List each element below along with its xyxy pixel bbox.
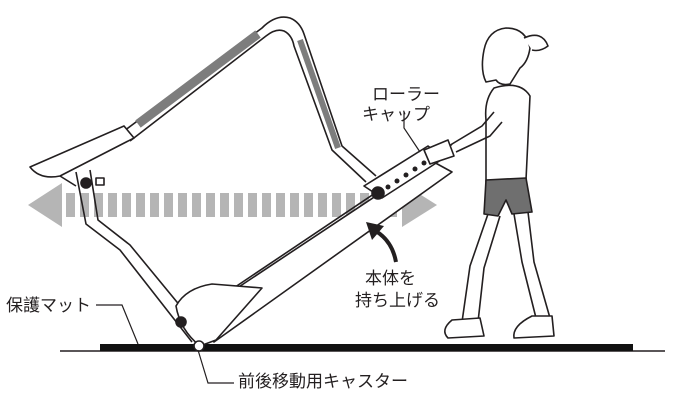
label-caster: 前後移動用キャスター xyxy=(238,372,408,392)
label-roller-cap-line2: キャップ xyxy=(362,105,430,125)
roller-cap-detail xyxy=(385,160,427,190)
curved-lift-arrow-icon xyxy=(366,222,398,263)
label-lift-body-line2: 持ち上げる xyxy=(355,291,440,311)
treadmill xyxy=(29,16,453,352)
label-roller-cap-line1: ローラー xyxy=(372,85,440,105)
label-lift-body-line1: 本体を xyxy=(365,269,416,289)
person-lifting xyxy=(423,27,555,339)
leader-lines xyxy=(96,112,421,384)
protective-mat xyxy=(100,344,633,351)
label-protective-mat: 保護マット xyxy=(6,296,91,316)
